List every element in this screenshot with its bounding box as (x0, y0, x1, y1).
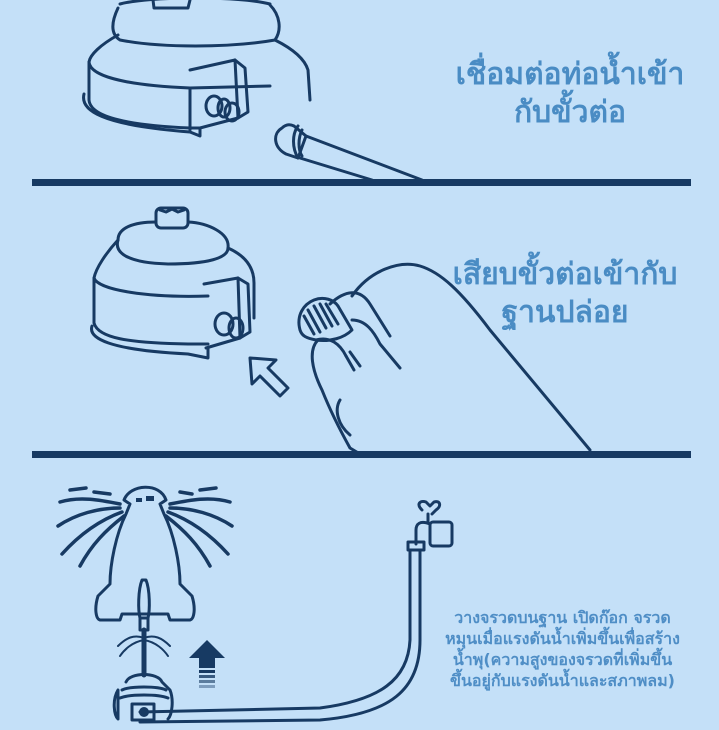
arrow-up-left-icon (248, 356, 290, 398)
water-spray-icon (112, 578, 174, 722)
step-3-caption-line4: ขึ้นอยู่กับแรงดันน้ำและสภาพลม) (450, 671, 675, 690)
step-2-caption-line2: ฐานปล่อย (501, 295, 629, 330)
step-1-caption: เชื่อมต่อท่อน้ำเข้า กับขั้วต่อ (430, 56, 710, 132)
water-spray-icon (56, 486, 234, 568)
divider-2 (32, 451, 691, 458)
faucet-icon (138, 500, 454, 724)
arrow-up-icon (189, 640, 225, 688)
launch-base-icon (82, 0, 312, 138)
step-2-caption-line1: เสียบขั้วต่อเข้ากับ (452, 257, 678, 292)
step-3-caption-line2: หมุนเมื่อแรงดันน้ำเพิ่มขึ้นเพื่อสร้าง (445, 629, 680, 648)
step-1-caption-line2: กับขั้วต่อ (513, 95, 627, 130)
hose-icon (274, 123, 424, 182)
launch-base-icon (90, 206, 256, 360)
divider-1 (32, 179, 691, 186)
rocket-icon (56, 485, 234, 622)
step-3-caption-line3: น้ำพุ(ความสูงของจรวดที่เพิ่มขึ้น (452, 650, 673, 669)
step-1-caption-line1: เชื่อมต่อท่อน้ำเข้า (455, 57, 685, 92)
step-2-panel: เสียบขั้วต่อเข้ากับ ฐานปล่อย (0, 190, 719, 460)
step-3-panel: วางจรวดบนฐาน เปิดก๊อก จรวด หมุนเมื่อแรงด… (0, 460, 719, 724)
step-3-caption-line1: วางจรวดบนฐาน เปิดก๊อก จรวด (454, 608, 671, 627)
step-1-panel: เชื่อมต่อท่อน้ำเข้า กับขั้วต่อ (0, 0, 719, 190)
step-2-caption: เสียบขั้วต่อเข้ากับ ฐานปล่อย (420, 256, 710, 332)
step-3-caption: วางจรวดบนฐาน เปิดก๊อก จรวด หมุนเมื่อแรงด… (410, 607, 715, 691)
